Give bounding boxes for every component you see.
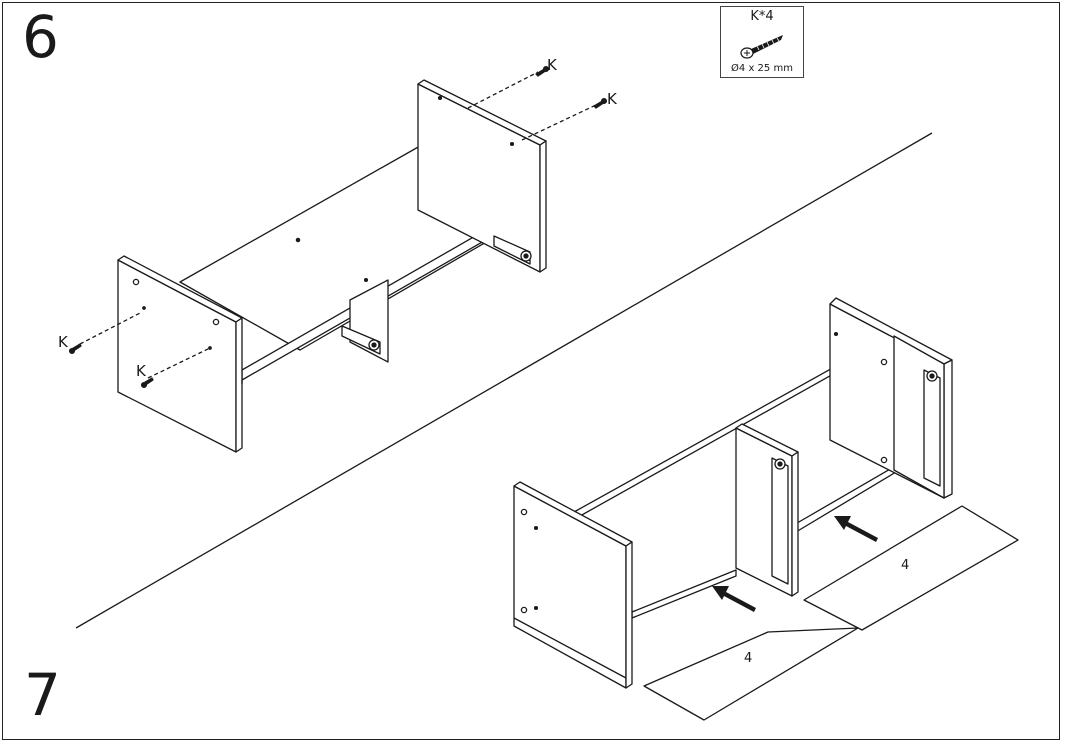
- step-divider-line: [75, 132, 933, 629]
- step7-assembly: [513, 297, 1019, 721]
- insert-arrows: [712, 516, 878, 612]
- step6-assembly: [79, 71, 599, 453]
- step6-screws: [68, 65, 608, 389]
- bottom-panel-label: 4: [901, 558, 910, 573]
- screw-label-k: K: [607, 90, 617, 108]
- step-7-number: 7: [24, 661, 61, 729]
- bottom-panel-left: [643, 627, 859, 721]
- screw-label-k: K: [547, 56, 557, 74]
- screw-label-k: K: [58, 333, 68, 351]
- bottom-panel-right: [803, 505, 1019, 631]
- bottom-panel-label: 4: [744, 651, 753, 666]
- screw-icon: [740, 35, 783, 59]
- step-6-number: 6: [22, 3, 59, 71]
- hardware-legend: K*4 Ø4 x 25 mm: [720, 6, 804, 78]
- screw-label-k: K: [136, 362, 146, 380]
- hardware-spec: Ø4 x 25 mm: [731, 63, 793, 74]
- hardware-label: K*4: [750, 9, 774, 24]
